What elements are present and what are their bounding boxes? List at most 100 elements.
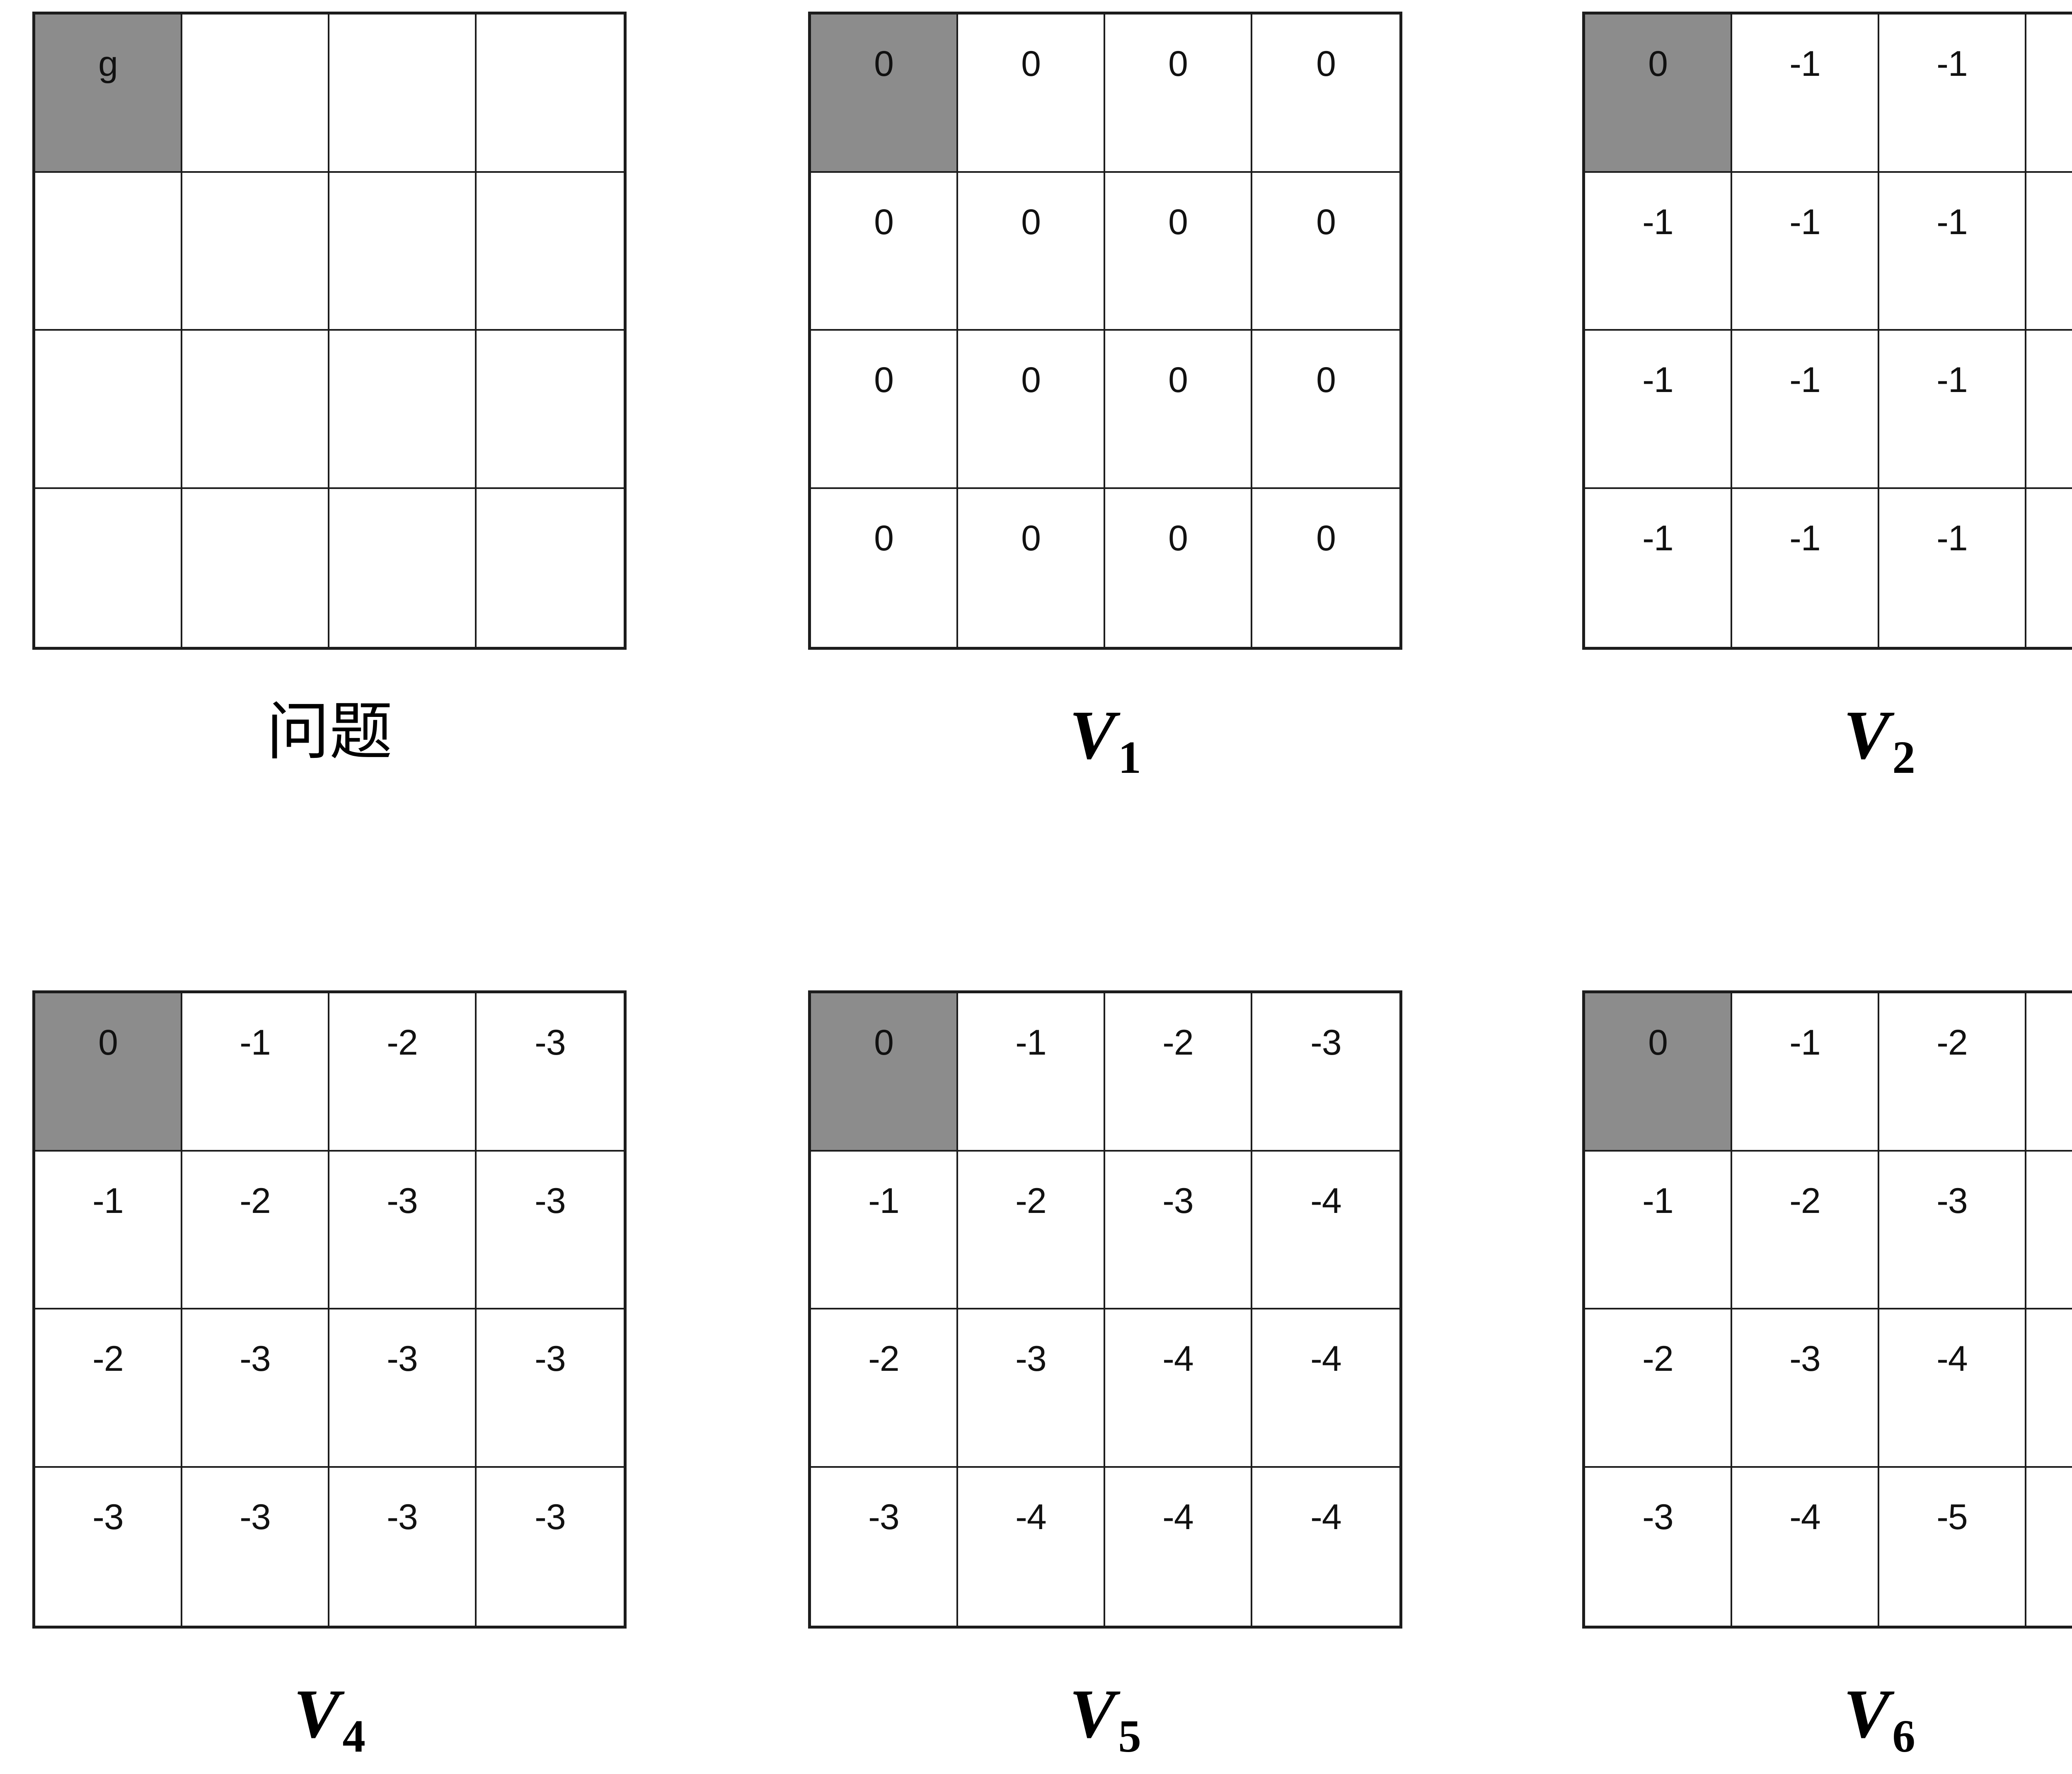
cell-v5-r3c1: -4 [958, 1467, 1105, 1626]
panel-problem: g 问题 [32, 12, 627, 763]
cell-problem-r2c3 [477, 331, 624, 489]
cell-v1-r0c2: 0 [1105, 15, 1252, 173]
label-subscript-v5: 5 [1118, 1710, 1141, 1762]
label-subscript-v2: 2 [1892, 731, 1915, 783]
cell-v6-r3c1: -4 [1732, 1467, 1879, 1626]
cell-v4-r3c0: -3 [35, 1467, 182, 1626]
cell-v5-r0c2: -2 [1105, 993, 1252, 1152]
cell-problem-r3c0 [35, 489, 182, 647]
panel-label-problem: 问题 [32, 700, 627, 763]
label-letter-v2: V [1843, 697, 1890, 774]
cell-problem-r0c2 [329, 15, 477, 173]
cell-v2-r1c3: -1 [2026, 172, 2072, 331]
cell-v6-r1c1: -2 [1732, 1151, 1879, 1309]
cell-v6-r3c0: -3 [1585, 1467, 1732, 1626]
panel-label-v5: V5 [808, 1679, 1402, 1759]
cell-v6-r1c2: -3 [1879, 1151, 2026, 1309]
cell-v1-r3c0: 0 [811, 489, 958, 647]
value-grid-v5: 0-1-2-3-1-2-3-4-2-3-4-4-3-4-4-4 [808, 990, 1402, 1629]
cell-problem-r2c2 [329, 331, 477, 489]
panel-label-v6: V6 [1582, 1679, 2072, 1759]
label-subscript-v6: 6 [1892, 1710, 1915, 1762]
cell-v2-r1c0: -1 [1585, 172, 1732, 331]
cell-v4-r3c2: -3 [329, 1467, 477, 1626]
value-grid-problem: g [32, 12, 627, 650]
cell-v2-r1c2: -1 [1879, 172, 2026, 331]
cell-v4-r2c0: -2 [35, 1309, 182, 1468]
label-math-v5: V5 [1069, 1675, 1141, 1759]
label-subscript-v4: 4 [342, 1710, 366, 1762]
cell-v4-r0c3: -3 [477, 993, 624, 1152]
cell-v1-r0c3: 0 [1252, 15, 1399, 173]
value-grid-v2: 0-1-1-1-1-1-1-1-1-1-1-1-1-1-1-1 [1582, 12, 2072, 650]
label-math-v4: V4 [293, 1675, 366, 1759]
cell-v5-r2c1: -3 [958, 1309, 1105, 1468]
label-letter-v4: V [293, 1675, 340, 1752]
cell-v5-r0c1: -1 [958, 993, 1105, 1152]
cell-v4-r0c1: -1 [182, 993, 329, 1152]
cell-v4-r2c3: -3 [477, 1309, 624, 1468]
cell-v1-r1c2: 0 [1105, 172, 1252, 331]
cell-v4-r1c1: -2 [182, 1151, 329, 1309]
cell-v6-r2c3: -5 [2026, 1309, 2072, 1468]
cell-v5-r0c0: 0 [811, 993, 958, 1152]
cell-v4-r1c2: -3 [329, 1151, 477, 1309]
cell-v2-r2c3: -1 [2026, 331, 2072, 489]
cell-v1-r2c2: 0 [1105, 331, 1252, 489]
label-letter-v5: V [1069, 1675, 1116, 1752]
cell-v6-r2c1: -3 [1732, 1309, 1879, 1468]
cell-v2-r3c0: -1 [1585, 489, 1732, 647]
cell-v5-r1c1: -2 [958, 1151, 1105, 1309]
cell-v5-r3c2: -4 [1105, 1467, 1252, 1626]
cell-v4-r3c1: -3 [182, 1467, 329, 1626]
label-math-v6: V6 [1843, 1675, 1915, 1759]
label-letter-v6: V [1843, 1675, 1890, 1752]
cell-problem-r1c2 [329, 172, 477, 331]
cell-v2-r0c1: -1 [1732, 15, 1879, 173]
cell-v5-r1c2: -3 [1105, 1151, 1252, 1309]
cell-v6-r1c0: -1 [1585, 1151, 1732, 1309]
panel-v2: 0-1-1-1-1-1-1-1-1-1-1-1-1-1-1-1V2 [1582, 12, 2072, 780]
cell-v5-r3c3: -4 [1252, 1467, 1399, 1626]
cell-v2-r0c0: 0 [1585, 15, 1732, 173]
cell-problem-r3c2 [329, 489, 477, 647]
cell-v6-r1c3: -4 [2026, 1151, 2072, 1309]
cell-v5-r2c0: -2 [811, 1309, 958, 1468]
cell-v2-r3c3: -1 [2026, 489, 2072, 647]
value-grid-v4: 0-1-2-3-1-2-3-3-2-3-3-3-3-3-3-3 [32, 990, 627, 1629]
cell-v4-r3c3: -3 [477, 1467, 624, 1626]
cell-v5-r2c3: -4 [1252, 1309, 1399, 1468]
cell-v4-r2c2: -3 [329, 1309, 477, 1468]
cell-v5-r1c3: -4 [1252, 1151, 1399, 1309]
label-math-v1: V1 [1069, 697, 1141, 780]
cell-v2-r2c1: -1 [1732, 331, 1879, 489]
cell-v4-r1c3: -3 [477, 1151, 624, 1309]
cell-problem-r0c1 [182, 15, 329, 173]
value-grid-v6: 0-1-2-3-1-2-3-4-2-3-4-5-3-4-5-5 [1582, 990, 2072, 1629]
cell-problem-r1c3 [477, 172, 624, 331]
cell-v1-r2c0: 0 [811, 331, 958, 489]
cell-v1-r1c3: 0 [1252, 172, 1399, 331]
cell-problem-r1c0 [35, 172, 182, 331]
cell-v1-r0c0: 0 [811, 15, 958, 173]
cell-problem-r3c3 [477, 489, 624, 647]
cell-v6-r2c2: -4 [1879, 1309, 2026, 1468]
cell-v2-r1c1: -1 [1732, 172, 1879, 331]
cell-v1-r0c1: 0 [958, 15, 1105, 173]
panel-label-v2: V2 [1582, 700, 2072, 780]
cell-v2-r0c2: -1 [1879, 15, 2026, 173]
cell-v2-r2c0: -1 [1585, 331, 1732, 489]
panel-label-v4: V4 [32, 1679, 627, 1759]
cell-v1-r1c0: 0 [811, 172, 958, 331]
cell-v5-r2c2: -4 [1105, 1309, 1252, 1468]
label-math-v2: V2 [1843, 697, 1915, 780]
label-letter-v1: V [1069, 697, 1116, 774]
cell-v1-r3c3: 0 [1252, 489, 1399, 647]
cell-v1-r2c3: 0 [1252, 331, 1399, 489]
cell-v4-r2c1: -3 [182, 1309, 329, 1468]
cell-v6-r3c3: -5 [2026, 1467, 2072, 1626]
cell-v5-r0c3: -3 [1252, 993, 1399, 1152]
cell-v4-r0c0: 0 [35, 993, 182, 1152]
cell-v2-r2c2: -1 [1879, 331, 2026, 489]
